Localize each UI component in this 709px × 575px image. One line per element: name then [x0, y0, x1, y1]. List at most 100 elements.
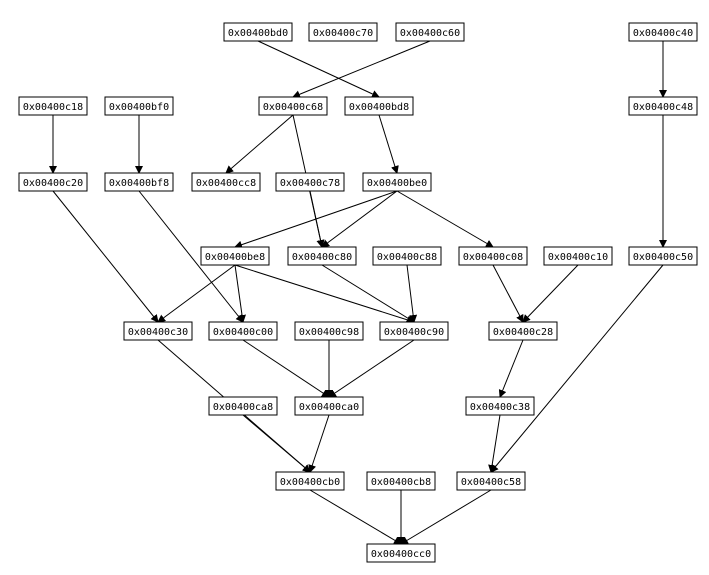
- graph-edge: [498, 339, 524, 398]
- node-label: 0x00400c68: [263, 102, 323, 113]
- graph-edge: [308, 414, 330, 473]
- edge-arrow: [138, 190, 244, 323]
- graph-edge: [225, 114, 294, 174]
- node-box: [465, 396, 535, 416]
- graph-edge: [321, 190, 398, 248]
- graph-edge: [522, 264, 579, 323]
- graph-node: 0x00400c98: [294, 321, 364, 341]
- node-label: 0x00400bd8: [349, 102, 409, 113]
- edge-arrow: [234, 190, 398, 249]
- node-label: 0x00400ca0: [299, 402, 359, 413]
- node-box: [191, 172, 261, 192]
- edge-arrow: [52, 190, 159, 323]
- node-box: [208, 396, 278, 416]
- node-box: [372, 246, 442, 266]
- node-label: 0x00400c48: [633, 102, 693, 113]
- node-box: [18, 172, 88, 192]
- graph-node: 0x00400ca8: [208, 396, 278, 416]
- node-box: [275, 471, 345, 491]
- node-box: [104, 96, 174, 116]
- node-label: 0x00400c98: [299, 327, 359, 338]
- graph-edge: [234, 190, 398, 249]
- graph-node: 0x00400c80: [287, 246, 357, 266]
- graph-node: 0x00400be0: [362, 172, 432, 192]
- node-box: [366, 471, 436, 491]
- graph-node: 0x00400c20: [18, 172, 88, 192]
- graph-edge: [52, 190, 159, 323]
- graph-node: 0x00400bf8: [104, 172, 174, 192]
- edge-arrow: [157, 264, 236, 323]
- node-box: [395, 22, 465, 42]
- node-label: 0x00400bf8: [109, 178, 169, 189]
- graph-edge: [328, 339, 415, 398]
- graph-edge: [492, 264, 524, 323]
- edge-arrow: [234, 264, 415, 324]
- node-label: 0x00400cb8: [371, 477, 431, 488]
- graph-node: 0x00400bf0: [104, 96, 174, 116]
- edge-arrow: [378, 114, 399, 174]
- graph-edge: [138, 190, 244, 323]
- node-label: 0x00400bd0: [228, 28, 288, 39]
- node-label: 0x00400c78: [280, 178, 340, 189]
- node-box: [294, 396, 364, 416]
- graph-node: 0x00400c48: [628, 96, 698, 116]
- node-box: [200, 246, 270, 266]
- node-label: 0x00400ca8: [213, 402, 273, 413]
- node-box: [362, 172, 432, 192]
- edge-arrow: [242, 414, 311, 473]
- node-label: 0x00400c30: [128, 327, 188, 338]
- node-label: 0x00400c60: [400, 28, 460, 39]
- graph-node: 0x00400c00: [208, 321, 278, 341]
- graph-node: 0x00400c40: [628, 22, 698, 42]
- node-label: 0x00400c28: [493, 327, 553, 338]
- graph-node: 0x00400cb0: [275, 471, 345, 491]
- graph-node: 0x00400c38: [465, 396, 535, 416]
- edge-arrow: [234, 264, 246, 323]
- graph-node: 0x00400ca0: [294, 396, 364, 416]
- graph-edge: [242, 414, 311, 473]
- graph-edge: [309, 489, 402, 545]
- graph-node: 0x00400bd8: [344, 96, 414, 116]
- node-label: 0x00400c00: [213, 327, 273, 338]
- node-box: [258, 96, 328, 116]
- graph-node: 0x00400c78: [275, 172, 345, 192]
- graph-edge: [157, 264, 236, 323]
- nodes-layer: 0x00400bd0 0x00400c70 0x00400c60 0x00400c40…: [18, 22, 698, 563]
- edge-arrow: [225, 114, 294, 174]
- node-label: 0x00400c90: [384, 327, 444, 338]
- graph-edge: [321, 264, 415, 323]
- edge-arrow: [292, 40, 431, 99]
- edge-arrow: [321, 190, 398, 248]
- graph-node: 0x00400c10: [543, 246, 613, 266]
- edge-arrow: [490, 264, 664, 473]
- node-box: [287, 246, 357, 266]
- edge-arrow: [488, 414, 501, 473]
- graph-node: 0x00400c08: [458, 246, 528, 266]
- edge-arrow: [492, 264, 524, 323]
- edge-arrow: [321, 264, 415, 323]
- graph-node: 0x00400cc8: [191, 172, 261, 192]
- graph-node: 0x00400cb8: [366, 471, 436, 491]
- node-box: [275, 172, 345, 192]
- edges-layer: [49, 40, 667, 545]
- edge-arrow: [406, 264, 418, 323]
- graph-node: 0x00400c68: [258, 96, 328, 116]
- node-label: 0x00400c20: [23, 178, 83, 189]
- graph-node: 0x00400bd0: [223, 22, 293, 42]
- node-label: 0x00400c70: [313, 28, 373, 39]
- node-box: [488, 321, 558, 341]
- node-box: [223, 22, 293, 42]
- edge-arrow: [328, 339, 415, 398]
- graph-node: 0x00400be8: [200, 246, 270, 266]
- graph-edge: [400, 489, 492, 545]
- graph-node: 0x00400c58: [456, 471, 526, 491]
- graph-edge: [490, 264, 664, 473]
- node-box: [543, 246, 613, 266]
- node-box: [456, 471, 526, 491]
- graph-node: 0x00400cc0: [366, 543, 436, 563]
- node-label: 0x00400be0: [367, 178, 427, 189]
- edge-arrow: [308, 414, 330, 473]
- node-box: [308, 22, 378, 42]
- node-box: [379, 321, 449, 341]
- node-box: [123, 321, 193, 341]
